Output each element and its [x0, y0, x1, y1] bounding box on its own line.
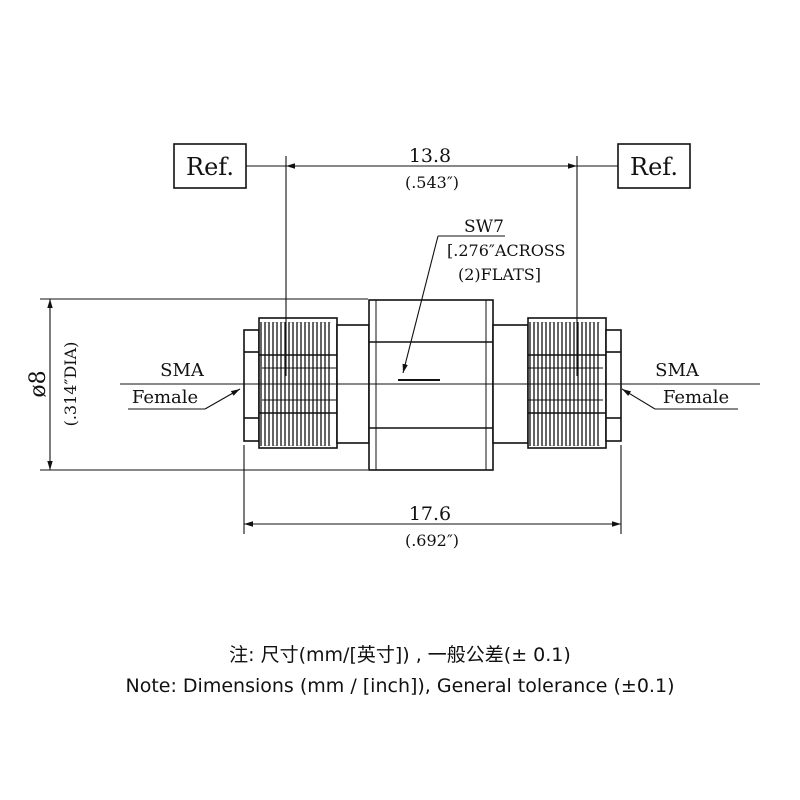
hex-body [368, 299, 494, 471]
length-mm: 17.6 [409, 503, 451, 525]
ref-label-right: Ref. [630, 153, 678, 181]
hex-leader [402, 235, 505, 374]
hex-across-label: [.276″ACROSS [447, 241, 565, 260]
ref-dimension-inch: (.543″) [405, 173, 459, 192]
sma-left-type: SMA [160, 360, 205, 381]
diameter-mm: ø8 [26, 370, 51, 397]
ref-dimension-mm: 13.8 [409, 145, 451, 167]
sma-right-type: SMA [655, 360, 700, 381]
note-english: Note: Dimensions (mm / [inch]), General … [125, 675, 675, 697]
hex-flats-label: (2)FLATS] [458, 265, 541, 284]
sma-right-leader [621, 388, 738, 410]
ref-box-left: Ref. [173, 143, 247, 189]
diameter-inch: (.314″DIA) [61, 342, 80, 427]
sma-right-gender: Female [663, 387, 729, 408]
note-chinese: 注: 尺寸(mm/[英寸]) , 一般公差(± 0.1) [229, 644, 571, 666]
ref-box-right: Ref. [617, 143, 691, 189]
sma-left-leader [128, 388, 241, 410]
diameter-dimension [40, 298, 368, 471]
ref-label-left: Ref. [186, 153, 234, 181]
right-sma-body [492, 317, 622, 449]
sma-left-gender: Female [132, 387, 198, 408]
ref-dimension [246, 156, 618, 376]
length-dimension [243, 445, 622, 534]
hex-size-label: SW7 [464, 217, 504, 237]
length-inch: (.692″) [405, 531, 459, 550]
left-sma-body [243, 317, 370, 449]
